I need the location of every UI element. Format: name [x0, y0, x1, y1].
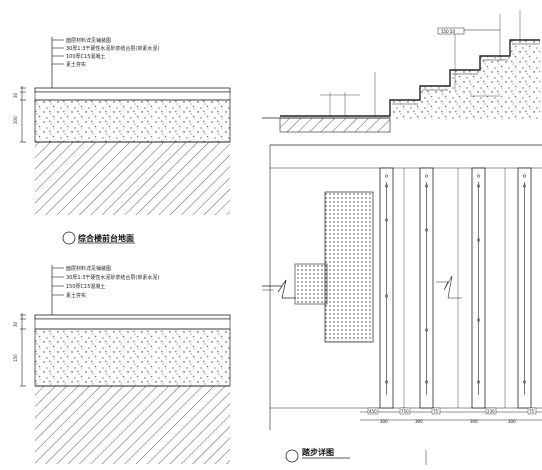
concrete-layer [34, 99, 231, 143]
plan-dim-5: 75 [433, 409, 439, 414]
plan-dim-9: 75 [529, 409, 535, 414]
plan-dim-3: 750 [401, 409, 409, 414]
handrail-strip-3 [471, 167, 486, 409]
dim-a-2: 100 [13, 116, 18, 124]
soil-layer [35, 142, 230, 215]
surface-layer-b [34, 314, 231, 320]
dim-b-2: 150 [13, 354, 18, 362]
dim-b-1: 30 [13, 321, 18, 327]
section-a-title: 综合楼前台地面 [78, 233, 134, 243]
section-a-circle-marker [62, 231, 76, 245]
section-b-layer-1: 面层材料详见铺装图 [66, 265, 111, 272]
plan-dim-6: 300 [470, 419, 478, 424]
plan-title: 踏步详图 [302, 447, 334, 457]
section-a-layer-3: 100厚C15混凝土 [66, 53, 105, 60]
stair-section: 150 50 [262, 10, 540, 133]
section-a-layer-2: 30厚1:3干硬性水泥砂浆结合层(掺素水泥) [66, 45, 159, 52]
stair-plan: 450 300 750 300 75 300 230 300 75 踏步详图 [262, 144, 542, 465]
dim-a-1: 30 [13, 92, 18, 98]
soil-layer-b [35, 386, 230, 464]
handrail-strip-4 [517, 167, 532, 409]
plan-dim-1: 450 [369, 409, 377, 414]
handrail-strip-2 [419, 167, 434, 409]
section-a-layer-4: 素土夯实 [66, 61, 86, 68]
bottom-dimension-chain: 450 300 750 300 75 300 230 300 75 [367, 407, 537, 424]
section-b: 面层材料详见铺装图 30厚1:3干硬性水泥砂浆结合层(掺素水泥) 150厚C15… [13, 265, 231, 464]
plan-dim-2: 300 [380, 419, 388, 424]
plan-circle-marker [285, 449, 299, 463]
tactile-paving-large [324, 191, 374, 343]
section-b-layer-4: 素土夯实 [66, 292, 86, 299]
mortar-layer-b [34, 318, 231, 330]
plan-dim-7: 230 [487, 409, 495, 414]
section-a-layer-1: 面层材料详见铺装图 [66, 37, 111, 44]
section-a: 面层材料详见铺装图 30厚1:3干硬性水泥砂浆结合层(掺素水泥) 100厚C15… [13, 37, 231, 245]
stair-dim-top: 150 50 [441, 29, 455, 34]
plan-dim-4: 300 [415, 419, 423, 424]
tactile-paving-small [294, 263, 328, 305]
section-b-layer-3: 150厚C15混凝土 [66, 283, 105, 290]
concrete-layer-b [34, 328, 231, 387]
plan-dim-8: 300 [508, 419, 516, 424]
mortar-layer [34, 91, 231, 101]
handrail-strip-1 [379, 167, 394, 409]
surface-layer [34, 87, 231, 93]
section-b-layer-2: 30厚1:3干硬性水泥砂浆结合层(掺素水泥) [66, 274, 159, 281]
